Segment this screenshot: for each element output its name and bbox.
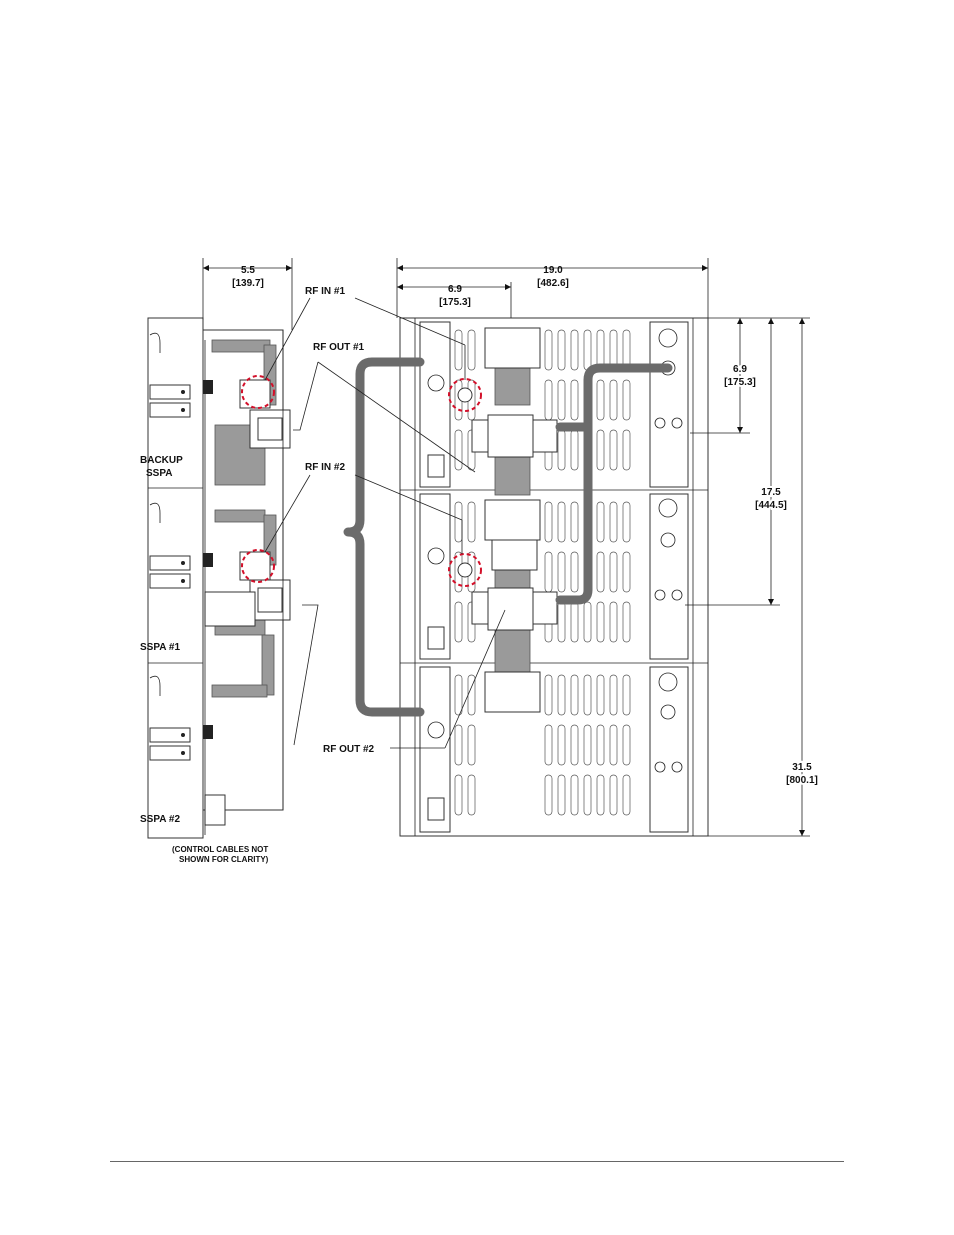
rf-in-2-marker-side: [241, 549, 275, 583]
label-rf-out-2: RF OUT #2: [323, 744, 375, 755]
dim-top-offset-mm: [175.3]: [724, 377, 756, 388]
dim-total-height-in: 31.5: [792, 762, 812, 773]
label-sspa-2: SSPA #2: [140, 814, 180, 825]
dim-side-depth-in: 5.5: [241, 265, 255, 276]
rf-in-1-marker-front: [448, 378, 482, 412]
side-view: [147, 317, 291, 839]
dimension-lines: [202, 258, 810, 837]
leader-lines: [264, 297, 506, 749]
rf-in-2-marker-front: [448, 553, 482, 587]
dim-mid-height-mm: [444.5]: [755, 500, 787, 511]
dim-side-depth-mm: [139.7]: [232, 278, 264, 289]
input-cable-loop: [343, 357, 425, 717]
callout-texts: RF IN #1 RF OUT #1 RF IN #2 RF OUT #2 BA…: [140, 286, 375, 864]
dim-rack-width-in: 19.0: [543, 265, 563, 276]
footer-rule: [110, 1161, 844, 1162]
dimension-texts: 5.5 [139.7] 19.0 [482.6] 6.9 [175.3] 6.9…: [232, 265, 820, 788]
dim-mid-height-in: 17.5: [761, 487, 781, 498]
dim-rack-width-mm: [482.6]: [537, 278, 569, 289]
dim-offset-width-in: 6.9: [448, 284, 462, 295]
dim-offset-width-mm: [175.3]: [439, 297, 471, 308]
label-backup-line1: BACKUP: [140, 455, 183, 466]
rf-in-1-marker-side: [241, 375, 275, 409]
label-note-line1: (CONTROL CABLES NOT: [172, 845, 268, 854]
dim-total-height-mm: [800.1]: [786, 775, 818, 786]
output-cable: [555, 363, 673, 605]
label-backup-line2: SSPA: [146, 468, 173, 479]
label-note-line2: SHOWN FOR CLARITY): [179, 855, 269, 864]
label-rf-in-2: RF IN #2: [305, 462, 345, 473]
dim-top-offset-in: 6.9: [733, 364, 747, 375]
front-view: [343, 317, 709, 837]
label-rf-out-1: RF OUT #1: [313, 342, 365, 353]
label-rf-in-1: RF IN #1: [305, 286, 345, 297]
label-sspa-1: SSPA #1: [140, 642, 180, 653]
